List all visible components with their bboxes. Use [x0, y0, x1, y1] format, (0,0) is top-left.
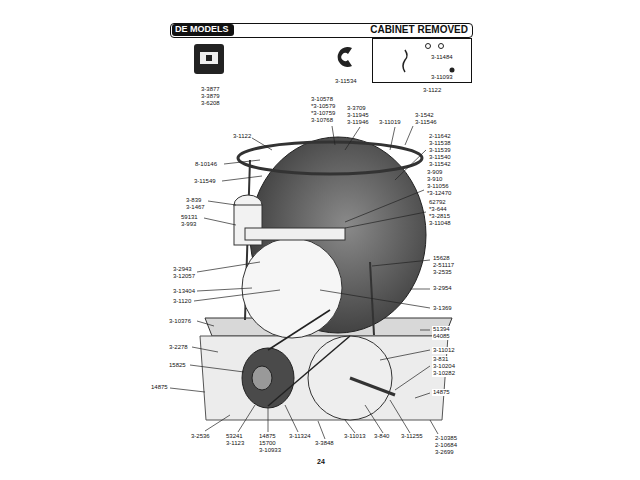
callout-number: 3-2943: [172, 266, 193, 273]
callout-number: 3-3848: [314, 440, 335, 447]
callout-number: 3-11945: [346, 112, 370, 119]
callout-number: 3-1542: [414, 112, 435, 119]
callout-number: *3-644: [428, 206, 448, 213]
callout-number: 2-11642: [428, 133, 452, 140]
callout-number: 3-11540: [428, 154, 452, 161]
callout-number: 3-993: [180, 221, 197, 228]
callout-number: 15825: [168, 362, 187, 369]
callout-number: 3-1467: [185, 204, 206, 211]
callout-number: 3-840: [373, 433, 390, 440]
leader-lines: [170, 126, 438, 439]
drum-rim: [238, 142, 422, 174]
callout-number: 3-11019: [378, 119, 402, 126]
callout-number: 3-10376: [168, 318, 192, 325]
callout-number: 14875: [150, 384, 169, 391]
part-number: 3-1122: [423, 86, 441, 94]
callout-number: 3-11048: [428, 220, 452, 227]
callout-number: 3-3709: [346, 105, 367, 112]
callout-number: 3-1122: [232, 133, 252, 140]
callout-number: 3-1120: [172, 298, 192, 305]
callout-number: 3-11539: [428, 147, 452, 154]
callout-number: 3-11534: [334, 78, 358, 85]
callout-number: 3-839: [185, 197, 202, 204]
callout-number: 3-2954: [432, 285, 453, 292]
callout-number: 3-2278: [168, 344, 189, 351]
callout-number: 3-11013: [343, 433, 367, 440]
callout-number: 3-11549: [193, 178, 217, 185]
callout-number: 3-11324: [288, 433, 312, 440]
callout-number: 3-13404: [172, 288, 196, 295]
callout-number: 3-11546: [414, 119, 438, 126]
belt: [268, 336, 350, 406]
callout-number: 3-12057: [172, 273, 196, 280]
title-band: CABINET REMOVED DE MODELS: [170, 23, 473, 38]
callout-number: *3-2815: [428, 213, 451, 220]
support-bar: [245, 228, 345, 240]
callout-number: 3-10768: [310, 117, 334, 124]
callout-number: 2-51117: [432, 262, 455, 269]
front-bulkhead: [242, 238, 342, 338]
washer-part: [426, 44, 431, 49]
callout-number: 59131: [180, 214, 199, 221]
belt: [268, 310, 330, 350]
callout-number: 64085: [432, 333, 451, 340]
callout-number: 3-3879: [200, 93, 221, 100]
callout-number: 3-2535: [432, 269, 453, 276]
callout-number: 3-1369: [432, 305, 453, 312]
callout-number: 53241: [225, 433, 244, 440]
shaft: [350, 378, 395, 395]
callout-number: 3-11538: [428, 140, 452, 147]
callout-number: *3-10759: [310, 110, 336, 117]
callout-number: 14875: [432, 389, 451, 396]
part-number: 3-11484: [431, 53, 453, 61]
spring-part: [403, 50, 407, 72]
nut-part: [450, 68, 455, 73]
callout-number: *3-12470: [426, 190, 452, 197]
callout-number: 15700: [258, 440, 277, 447]
callout-number: 3-11012: [432, 347, 456, 354]
callout-number: 3-831: [432, 356, 449, 363]
motor-end: [252, 366, 272, 390]
callout-number: 3-10933: [258, 447, 282, 454]
model-badge: DE MODELS: [172, 24, 234, 36]
callout-number: 3-11542: [428, 161, 452, 168]
callout-number: 51394: [432, 326, 451, 333]
washer-part: [439, 44, 444, 49]
callout-number: 3-2536: [190, 433, 211, 440]
callout-number: *3-10579: [310, 103, 336, 110]
heading-text: CABINET REMOVED: [370, 24, 468, 36]
clip-icon: [338, 47, 352, 67]
base-frame: [200, 336, 448, 420]
callout-number: 15628: [432, 255, 451, 262]
callout-number: 3-910: [426, 176, 443, 183]
callout-number: 3-2699: [434, 449, 455, 456]
callout-number: 3-10282: [432, 370, 456, 377]
part-number: 3-11093: [431, 73, 453, 81]
motor: [242, 348, 294, 408]
callout-number: 3-11946: [346, 119, 370, 126]
page-number: 24: [316, 458, 326, 465]
callout-number: 62792: [428, 199, 447, 206]
callout-number: 3-10204: [432, 363, 456, 370]
callout-number: 3-3877: [200, 86, 221, 93]
callout-number: 8-10146: [194, 161, 218, 168]
callout-number: 3-6208: [200, 100, 221, 107]
callout-number: 2-10684: [434, 442, 458, 449]
inset-box: 3-114843-110933-1122: [372, 38, 472, 83]
heading-text: DE MODELS: [175, 24, 229, 35]
callout-number: 3-10578: [310, 96, 334, 103]
callout-number: 3-1123: [225, 440, 245, 447]
switch-icon: [194, 44, 224, 74]
callout-number: 3-909: [426, 169, 443, 176]
callout-number: 2-10385: [434, 435, 458, 442]
callout-number: 3-11255: [400, 433, 424, 440]
callout-number: 3-11056: [426, 183, 450, 190]
callout-number: 14875: [258, 433, 277, 440]
